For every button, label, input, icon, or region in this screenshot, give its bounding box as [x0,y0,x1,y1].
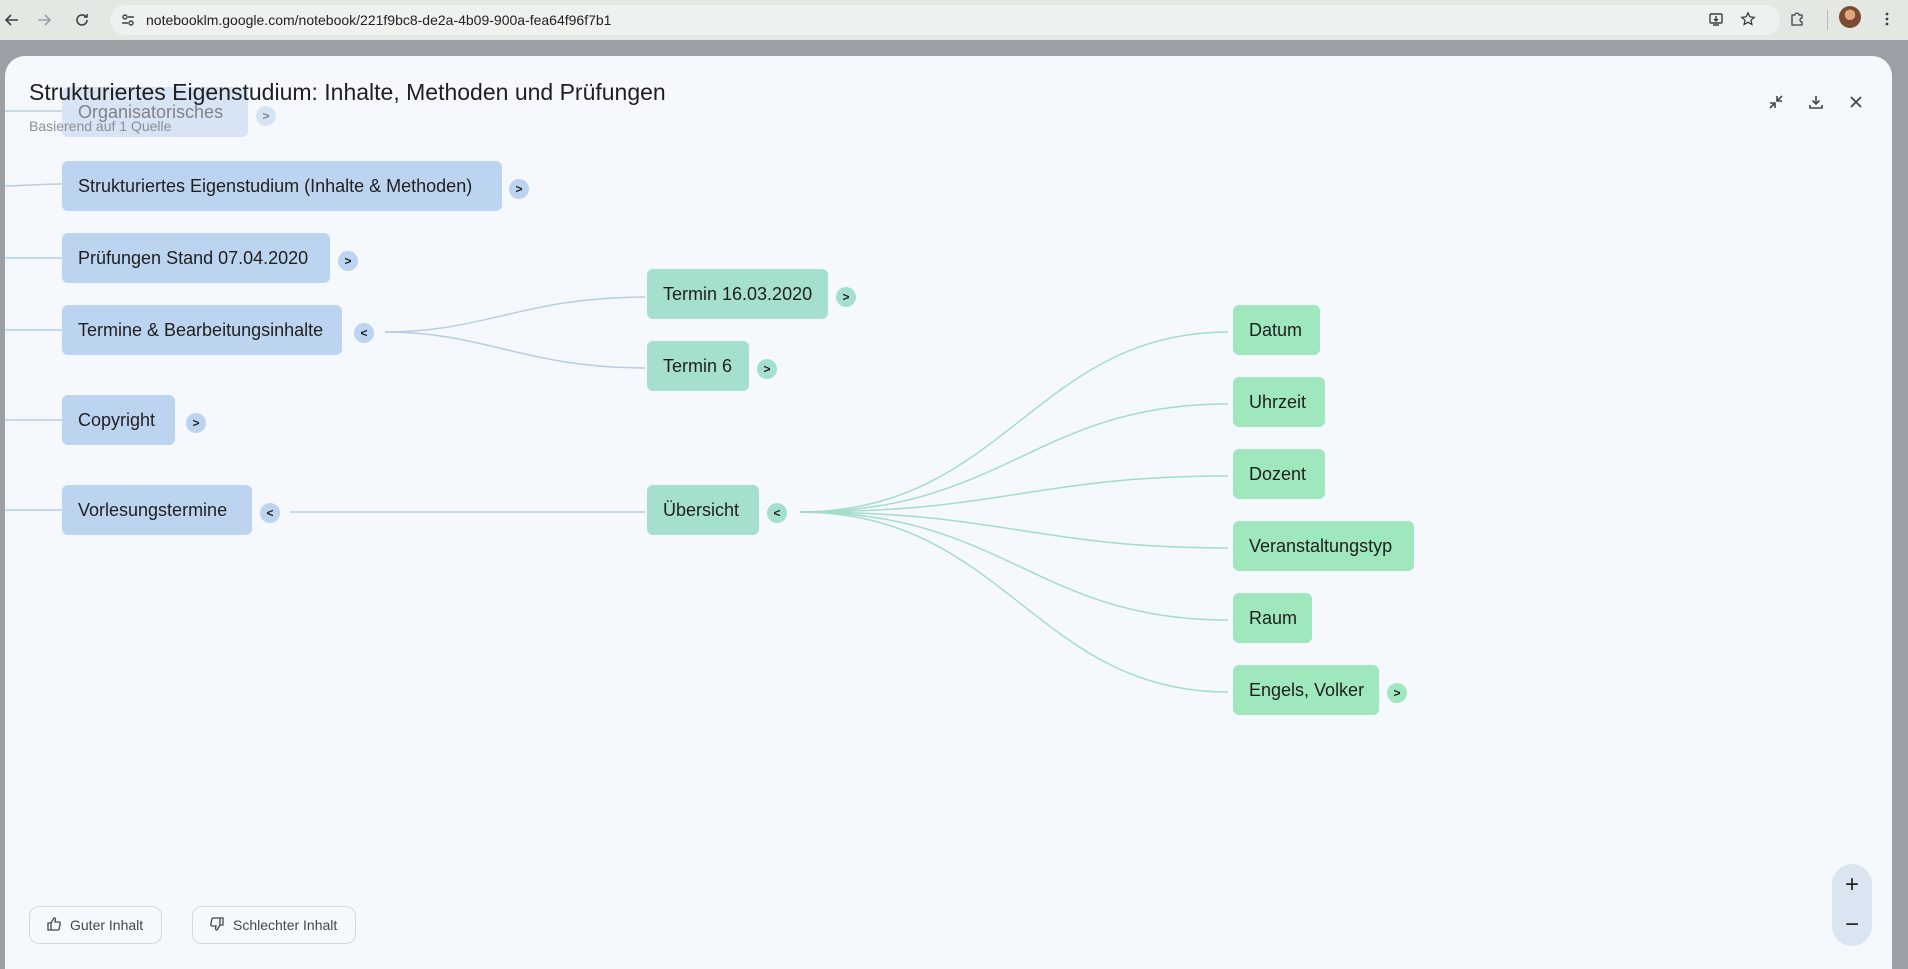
good-content-button[interactable]: Guter Inhalt [29,906,163,944]
zoom-out-button[interactable]: − [1844,911,1859,938]
mindmap-node[interactable]: Veranstaltungstyp [1233,521,1414,571]
bad-content-label: Schlechter Inhalt [233,917,338,933]
expand-toggle[interactable]: > [836,287,856,307]
browser-menu-icon[interactable] [1875,7,1899,31]
mindmap-node[interactable]: Termine & Bearbeitungsinhalte [62,305,342,355]
link [799,475,1229,513]
mindmap-node[interactable]: Übersicht [647,485,759,535]
collapse-toggle[interactable]: < [767,503,787,523]
mindmap-node[interactable]: Vorlesungstermine [62,485,252,535]
bad-content-button[interactable]: Schlechter Inhalt [192,906,357,944]
mindmap-node[interactable]: Prüfungen Stand 07.04.2020 [62,233,330,283]
link [384,331,646,369]
expand-toggle[interactable]: > [509,179,529,199]
link [799,511,1229,549]
address-bar[interactable]: notebooklm.google.com/notebook/221f9bc8-… [110,5,1780,35]
link [799,511,1229,693]
mindmap-node[interactable]: Termin 16.03.2020 [647,269,828,319]
collapse-view-icon[interactable] [1762,88,1790,116]
install-app-icon[interactable] [1704,7,1728,31]
reload-icon[interactable] [70,8,94,32]
thumbs-up-icon [46,916,62,935]
link [384,296,646,333]
download-icon[interactable] [1802,88,1830,116]
back-icon[interactable] [0,8,24,32]
mindmap-node[interactable]: Raum [1233,593,1312,643]
zoom-control: + − [1832,864,1872,946]
mindmap-node[interactable]: Termin 6 [647,341,749,391]
zoom-in-button[interactable]: + [1844,871,1859,898]
site-settings-icon[interactable] [120,12,136,28]
mindmap-node[interactable]: Uhrzeit [1233,377,1325,427]
mindmap-dialog: Strukturiertes Eigenstudium: Inhalte, Me… [5,56,1892,969]
mindmap-node[interactable]: Organisatorisches [62,87,248,137]
expand-toggle[interactable]: > [757,359,777,379]
dialog-subtitle: Basierend auf 1 Quelle [29,118,172,134]
link [799,511,1229,621]
expand-toggle[interactable]: > [256,106,276,126]
thumbs-down-icon [209,916,225,935]
expand-toggle[interactable]: > [1387,683,1407,703]
link [799,331,1229,513]
browser-toolbar: notebooklm.google.com/notebook/221f9bc8-… [0,0,1908,40]
profile-avatar[interactable] [1839,6,1861,28]
url-text[interactable]: notebooklm.google.com/notebook/221f9bc8-… [146,12,612,28]
dialog-title: Strukturiertes Eigenstudium: Inhalte, Me… [29,79,666,105]
link [799,403,1229,513]
mindmap-node[interactable]: Dozent [1233,449,1325,499]
bookmark-star-icon[interactable] [1736,7,1760,31]
collapse-toggle[interactable]: < [354,323,374,343]
extensions-icon[interactable] [1785,7,1809,31]
forward-icon[interactable] [32,8,56,32]
mindmap-node[interactable]: Engels, Volker [1233,665,1379,715]
mindmap-node[interactable]: Datum [1233,305,1320,355]
mindmap-node[interactable]: Strukturiertes Eigenstudium (Inhalte & M… [62,161,502,211]
collapse-toggle[interactable]: < [260,503,280,523]
link [5,183,63,187]
mindmap-canvas[interactable]: Organisatorisches > Strukturiertes Eigen… [5,56,1892,969]
toolbar-divider [1827,10,1828,30]
mindmap-links [5,110,1229,693]
expand-toggle[interactable]: > [338,251,358,271]
expand-toggle[interactable]: > [186,413,206,433]
good-content-label: Guter Inhalt [70,917,144,933]
close-icon[interactable] [1842,88,1870,116]
mindmap-node[interactable]: Copyright [62,395,175,445]
